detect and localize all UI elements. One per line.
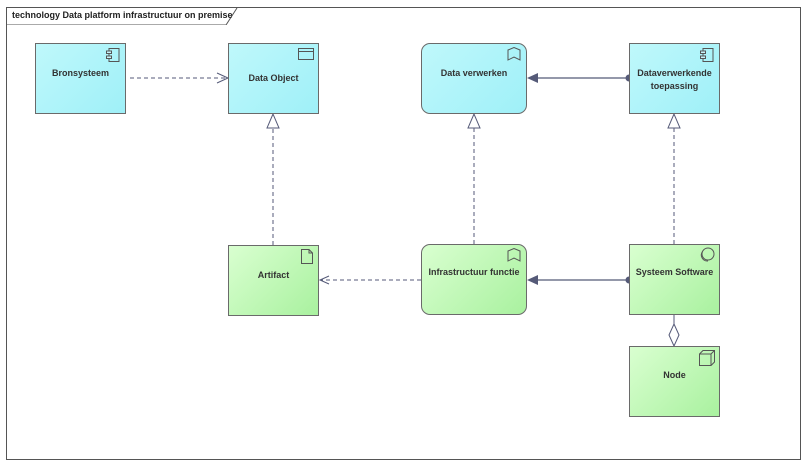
component-icon: [700, 48, 714, 62]
element-label: Infrastructuur functie: [428, 267, 520, 277]
function-icon: [507, 47, 521, 61]
element-label: Data Object: [248, 73, 299, 83]
connector-artifact-data-object[interactable]: [266, 112, 280, 245]
diagram-title: technology Data platform infrastructuur …: [12, 10, 233, 20]
element-data-verwerken[interactable]: Data verwerken: [421, 43, 527, 114]
element-label: Data verwerken: [440, 68, 508, 78]
connector-infrastructuur-functie-artifact[interactable]: [318, 275, 421, 285]
connector-dataverwerkende-toepassing-data-verwerken[interactable]: [527, 73, 633, 83]
element-node[interactable]: Node: [629, 346, 720, 417]
system-software-icon: [700, 247, 715, 262]
connector-node-systeem-software[interactable]: [668, 315, 680, 348]
data-object-icon: [298, 48, 314, 60]
connector-systeem-software-dataverwerkende-toepassing[interactable]: [667, 112, 681, 244]
artifact-icon: [301, 249, 313, 264]
element-dataverwerkende-toepassing[interactable]: Dataverwerkende toepassing: [629, 43, 720, 114]
element-artifact[interactable]: Artifact: [228, 245, 319, 316]
frame-title-tab: [6, 7, 238, 25]
element-data-object[interactable]: Data Object: [228, 43, 319, 114]
component-icon: [106, 48, 120, 62]
element-bronsysteem[interactable]: Bronsysteem: [35, 43, 126, 114]
diagram-frame: [6, 7, 801, 460]
function-icon: [507, 248, 521, 262]
element-label: Node: [663, 370, 686, 380]
connector-systeem-software-infrastructuur-functie[interactable]: [527, 275, 633, 285]
element-label: Bronsysteem: [51, 68, 110, 78]
element-infrastructuur-functie[interactable]: Infrastructuur functie: [421, 244, 527, 315]
connector-infrastructuur-functie-data-verwerken[interactable]: [467, 112, 481, 244]
connector-bronsysteem-data-object[interactable]: [130, 72, 230, 84]
element-label: Dataverwerkende toepassing: [637, 68, 712, 91]
element-label: Systeem Software: [635, 267, 714, 277]
element-label: Artifact: [257, 270, 290, 280]
node-icon: [699, 350, 715, 366]
element-systeem-software[interactable]: Systeem Software: [629, 244, 720, 315]
